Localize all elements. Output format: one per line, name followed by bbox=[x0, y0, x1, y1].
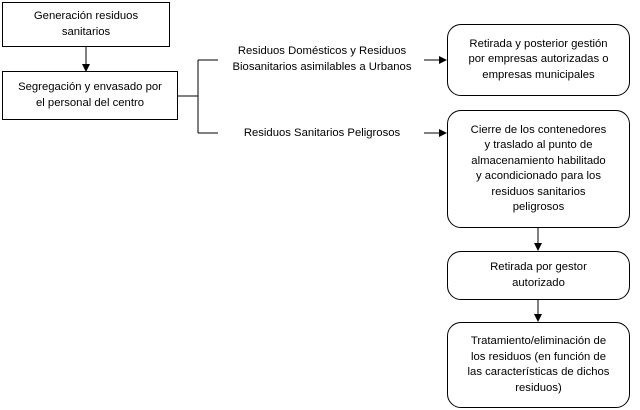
edge-label-peligrosos-text: Residuos Sanitarios Peligrosos bbox=[243, 127, 401, 139]
node-cierre-contenedores: Cierre de los contenedores y traslado al… bbox=[447, 110, 630, 228]
node-cierre-contenedores-text: Cierre de los contenedores y traslado al… bbox=[470, 123, 607, 214]
edge-label-peligrosos: Residuos Sanitarios Peligrosos bbox=[222, 126, 422, 142]
node-generacion: Generación residuos sanitarios bbox=[2, 2, 170, 47]
node-retirada-empresas: Retirada y posterior gestión por empresa… bbox=[447, 24, 630, 96]
node-retirada-empresas-text: Retirada y posterior gestión por empresa… bbox=[468, 37, 609, 81]
node-segregacion-text: Segregación y envasado por el personal d… bbox=[18, 81, 162, 109]
node-tratamiento: Tratamiento/eliminación de los residuos … bbox=[447, 322, 630, 408]
node-retirada-gestor-text: Retirada por gestor autorizado bbox=[490, 261, 587, 289]
edge-label-domesticos-text: Residuos Domésticos y Residuos Biosanita… bbox=[232, 45, 412, 73]
node-tratamiento-text: Tratamiento/eliminación de los residuos … bbox=[467, 335, 610, 394]
node-segregacion: Segregación y envasado por el personal d… bbox=[2, 71, 178, 120]
edge-label-domesticos: Residuos Domésticos y Residuos Biosanita… bbox=[212, 44, 432, 75]
node-retirada-gestor: Retirada por gestor autorizado bbox=[447, 251, 630, 300]
node-generacion-text: Generación residuos sanitarios bbox=[33, 10, 139, 38]
